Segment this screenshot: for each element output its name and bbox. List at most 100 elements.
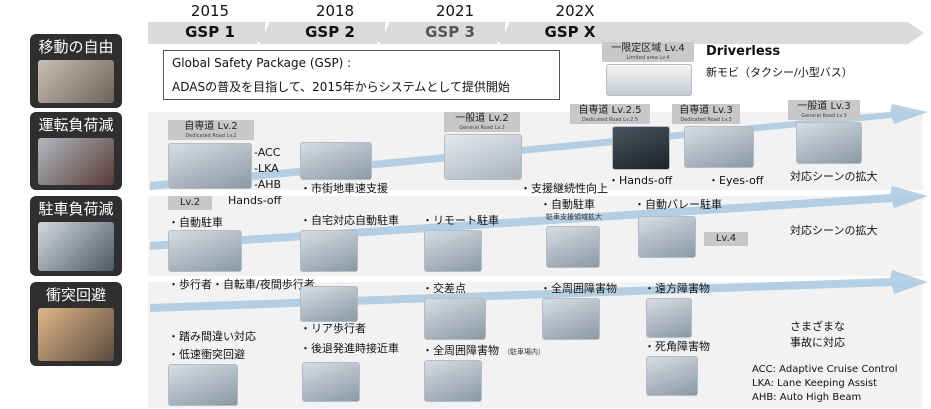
- parking-home: ・自宅対応自動駐車: [300, 214, 399, 227]
- category-parking-label: 駐車負荷減: [38, 200, 114, 218]
- gsp-info-subtitle: ADASの普及を目指して、2015年からシステムとして提供開始: [172, 80, 510, 94]
- parking-auto: ・自動駐車: [168, 216, 223, 229]
- chip-general-lv2-label: 一般道 Lv.2: [455, 113, 509, 124]
- chip-parking-lv4-label: Lv.4: [715, 233, 737, 244]
- collision-various: さまざまな: [790, 320, 845, 333]
- collision-far: ・遠方障害物: [644, 282, 710, 295]
- collision-misstep: ・踏み間違い対応: [168, 330, 256, 343]
- collision-lowspeed-image: [168, 364, 238, 406]
- collision-reverse-image: [302, 362, 360, 402]
- chip-parking-lv2-label: Lv.2: [179, 197, 201, 208]
- year-2015: 2015: [190, 2, 230, 20]
- category-parking: 駐車負荷減: [30, 196, 122, 276]
- handsoff-image: [612, 126, 670, 170]
- driving-photo: [38, 138, 114, 185]
- chip-general-lv2-sub: General Road Lv.2: [459, 125, 505, 131]
- gsp-2: GSP 2: [275, 22, 385, 42]
- feature-acc: -ACC: [254, 146, 281, 159]
- chip-highway-lv25: 自専道 Lv.2.5 Dedicated Road Lv.2.5: [570, 104, 650, 124]
- feature-handsoff-2: ・Hands-off: [608, 174, 673, 187]
- gsp-x: GSP X: [515, 22, 625, 42]
- chip-general-lv3: 一般道 Lv.3 General Road Lv.3: [788, 100, 860, 120]
- feature-support-continuity: ・支援継続性向上: [520, 182, 608, 195]
- gsp-info-box: Global Safety Package (GSP) : ADASの普及を目指…: [163, 50, 560, 100]
- city-speed-image: [300, 142, 372, 180]
- parking-auto-2-image: [546, 226, 600, 268]
- collision-rear: ・リア歩行者: [300, 322, 366, 335]
- collision-blind: ・死角障害物: [644, 340, 710, 353]
- collision-pedestrian: ・歩行者・自転車/夜間歩行者: [168, 278, 315, 291]
- chip-general-lv2: 一般道 Lv.2 General Road Lv.2: [444, 112, 520, 132]
- category-mobility-label: 移動の自由: [38, 38, 114, 56]
- parking-auto-2: ・自動駐車: [540, 198, 595, 211]
- parking-home-image: [300, 230, 358, 272]
- collision-surround-image: [542, 298, 600, 340]
- feature-lka: -LKA: [254, 162, 279, 175]
- collision-reverse: ・後退発進時接近車: [300, 342, 399, 355]
- legend-ahb: AHB: Auto High Beam: [752, 392, 862, 403]
- collision-rear-image: [300, 286, 358, 322]
- collision-parking-lot-image: [424, 360, 482, 402]
- chip-limited-lv4-sub: Limited area Lv.4: [626, 55, 670, 61]
- legend-acc: ACC: Adaptive Cruise Control: [752, 364, 898, 375]
- parking-valet: ・自動バレー駐車: [634, 198, 722, 211]
- chip-parking-lv4: Lv.4: [704, 232, 748, 246]
- collision-surround-2: ・全周囲障害物 （駐車場内）: [422, 342, 545, 358]
- feature-city-speed: ・市街地車速支援: [300, 182, 388, 195]
- chip-highway-lv2-label: 自専道 Lv.2: [184, 121, 238, 132]
- category-collision: 衝突回避: [30, 282, 122, 366]
- chip-highway-lv3-label: 自専道 Lv.3: [679, 105, 733, 116]
- chip-limited-lv4: 一限定区域 Lv.4 Limited area Lv.4: [602, 42, 694, 62]
- collision-intersection: ・交差点: [422, 282, 466, 295]
- collision-lowspeed: ・低速衝突回避: [168, 348, 245, 361]
- year-2021: 2021: [435, 2, 475, 20]
- gsp-3: GSP 3: [395, 22, 505, 42]
- chip-limited-lv4-label: 一限定区域 Lv.4: [611, 43, 685, 54]
- collision-blind-image: [646, 356, 698, 396]
- highway-lv2-image: [168, 143, 252, 189]
- general-lv2-image: [444, 134, 522, 180]
- collision-far-image: [646, 298, 692, 338]
- category-driving: 運転負荷減: [30, 112, 122, 190]
- parking-valet-image: [638, 216, 696, 258]
- parking-remote-image: [424, 230, 482, 272]
- parking-expand: 対応シーンの拡大: [790, 224, 878, 237]
- chip-highway-lv25-label: 自専道 Lv.2.5: [578, 105, 642, 116]
- legend-lka: LKA: Lane Keeping Assist: [752, 378, 878, 389]
- eyesoff-image: [684, 126, 754, 168]
- gsp-info-title: Global Safety Package (GSP) :: [172, 56, 352, 70]
- category-collision-label: 衝突回避: [45, 286, 106, 304]
- collision-various-2: 事故に対応: [790, 336, 845, 349]
- gsp-1: GSP 1: [155, 22, 265, 42]
- year-202x: 202X: [555, 2, 595, 20]
- chip-general-lv3-label: 一般道 Lv.3: [797, 101, 851, 112]
- collision-surround-2-sub: （駐車場内）: [503, 348, 545, 356]
- collision-surround-1: ・全周囲障害物: [540, 282, 617, 295]
- mobility-photo: [38, 60, 114, 103]
- chip-highway-lv2-sub: Dedicated Road Lv.2: [185, 133, 237, 139]
- driving-expand: 対応シーンの拡大: [790, 170, 878, 183]
- feature-eyesoff: ・Eyes-off: [708, 174, 764, 187]
- year-2018: 2018: [315, 2, 355, 20]
- chip-highway-lv3: 自専道 Lv.3 Dedicated Road Lv.3: [672, 104, 740, 124]
- driverless-title: Driverless: [706, 44, 781, 59]
- collision-photo: [38, 308, 114, 361]
- feature-handsoff-1: Hands-off: [228, 194, 282, 207]
- chip-parking-lv2: Lv.2: [168, 196, 212, 210]
- parking-remote: ・リモート駐車: [422, 214, 499, 227]
- collision-intersection-image: [424, 298, 486, 340]
- chip-highway-lv25-sub: Dedicated Road Lv.2.5: [581, 117, 639, 123]
- collision-surround-2-label: ・全周囲障害物: [422, 344, 499, 357]
- driverless-vehicle-image: [606, 64, 692, 96]
- chip-highway-lv2: 自専道 Lv.2 Dedicated Road Lv.2: [168, 120, 254, 140]
- category-driving-label: 運転負荷減: [38, 116, 114, 134]
- parking-auto-2-sub: 駐車支援領域拡大: [546, 213, 602, 221]
- chip-highway-lv3-sub: Dedicated Road Lv.3: [680, 117, 732, 123]
- chip-general-lv3-sub: General Road Lv.3: [801, 113, 847, 119]
- category-mobility: 移動の自由: [30, 34, 122, 108]
- parking-photo: [38, 222, 114, 271]
- driverless-subtitle: 新モビ（タクシー/小型バス）: [706, 66, 853, 79]
- parking-auto-image: [168, 230, 242, 272]
- general-lv3-image: [796, 122, 862, 164]
- feature-ahb: -AHB: [254, 178, 282, 191]
